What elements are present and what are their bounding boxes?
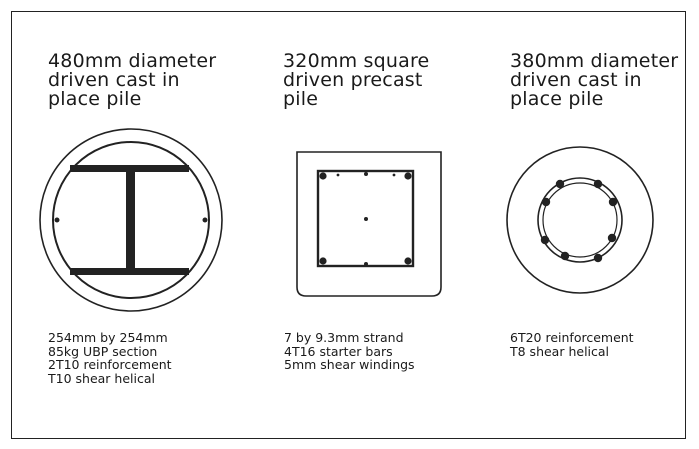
- pile-2-outline: [296, 151, 442, 297]
- pile-3-helical-outer: [537, 177, 623, 263]
- pile-1-outer-circle: [39, 128, 223, 312]
- pile-3-bar: [560, 251, 570, 261]
- diagram-frame: [11, 11, 686, 439]
- pile-2-corner-bar: [319, 257, 327, 265]
- pile-2-corner-bar: [404, 172, 412, 180]
- pile-1-bar-left: [54, 217, 60, 223]
- pile-2-strand: [364, 217, 368, 221]
- pile-1-top-flange: [70, 165, 189, 172]
- pile-2-corner-bar: [404, 257, 412, 265]
- pile-2-notes: 7 by 9.3mm strand 4T16 starter bars 5mm …: [284, 330, 415, 372]
- pile-3-bar: [608, 197, 618, 207]
- pile-3-bar: [593, 253, 603, 263]
- pile-3-bar: [607, 233, 617, 243]
- pile-2-strand: [364, 172, 368, 176]
- pile-3-title: 380mm diameter driven cast in place pile: [510, 50, 679, 110]
- pile-1-web: [126, 172, 135, 268]
- pile-1-notes: 254mm by 254mm 85kg UBP section 2T10 rei…: [48, 330, 172, 386]
- pile-1-inner-circle: [52, 141, 210, 299]
- pile-3-bar: [541, 197, 551, 207]
- pile-1-bottom-flange: [70, 268, 189, 275]
- pile-1-bar-right: [202, 217, 208, 223]
- pile-2-strand: [392, 173, 396, 177]
- pile-1-title: 480mm diameter driven cast in place pile: [48, 50, 217, 110]
- pile-3-outer-circle: [506, 146, 654, 294]
- pile-2-strand: [336, 173, 340, 177]
- pile-3-notes: 6T20 reinforcement T8 shear helical: [510, 330, 634, 359]
- pile-2-links: [316, 169, 415, 268]
- pile-2-title: 320mm square driven precast pile: [283, 50, 430, 110]
- pile-3-bar: [593, 179, 603, 189]
- pile-2-strand: [364, 262, 368, 266]
- pile-3-bar: [540, 235, 550, 245]
- pile-3-bar: [555, 179, 565, 189]
- pile-3-helical-inner: [542, 182, 618, 258]
- pile-2-corner-bar: [319, 172, 327, 180]
